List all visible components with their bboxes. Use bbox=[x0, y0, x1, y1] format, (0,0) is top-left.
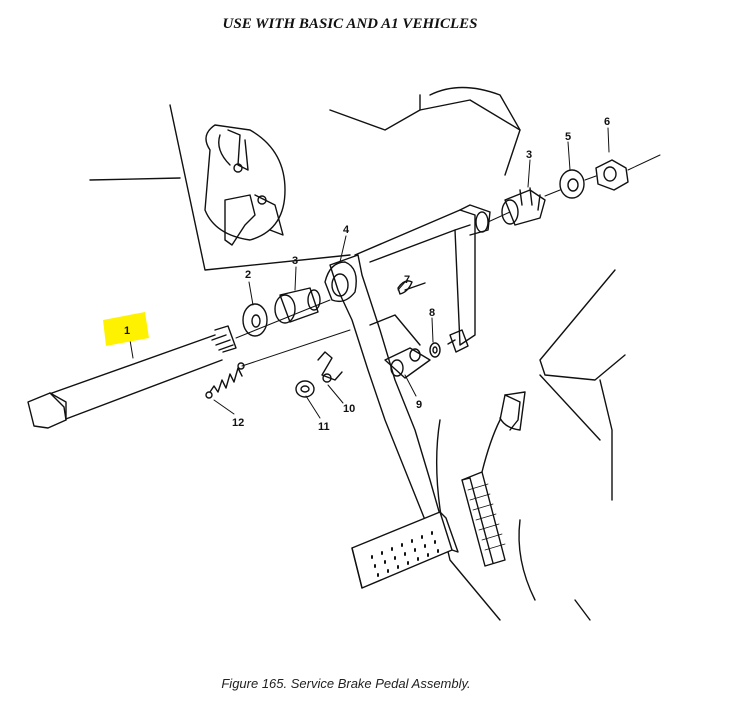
figure-header: USE WITH BASIC AND A1 VEHICLES bbox=[222, 16, 478, 32]
callout-1: 1 bbox=[124, 325, 130, 337]
right-axis-line bbox=[544, 154, 661, 197]
small-washer bbox=[429, 342, 441, 358]
bushing-part-left bbox=[274, 287, 321, 324]
washer-part-right bbox=[559, 169, 585, 199]
callout-9: 9 bbox=[416, 399, 422, 411]
vehicle-body-outline bbox=[89, 86, 626, 621]
lever-bracket bbox=[204, 124, 286, 246]
washer-part bbox=[242, 303, 268, 337]
leader-lines bbox=[129, 127, 610, 419]
stud-piece bbox=[447, 329, 469, 353]
callout-2: 2 bbox=[245, 269, 251, 281]
callout-3-left: 3 bbox=[292, 255, 298, 267]
link-part bbox=[369, 314, 431, 379]
callout-3-right: 3 bbox=[526, 149, 532, 161]
shaft-centerline bbox=[235, 299, 331, 339]
callout-8: 8 bbox=[429, 307, 435, 319]
nut-part-small bbox=[295, 380, 315, 398]
brake-pedal-arm bbox=[324, 204, 491, 521]
figure-caption: Figure 165. Service Brake Pedal Assembly… bbox=[221, 676, 471, 691]
accelerator-pedal bbox=[461, 391, 526, 567]
callout-highlight bbox=[103, 312, 149, 346]
clip-part bbox=[317, 351, 343, 383]
callout-6: 6 bbox=[604, 116, 610, 128]
spring-part bbox=[205, 329, 351, 399]
callout-5: 5 bbox=[565, 131, 571, 143]
cotter-pin bbox=[397, 280, 426, 295]
hex-nut bbox=[595, 159, 629, 191]
pedal-foot-pad bbox=[351, 511, 459, 589]
bushing-part-right bbox=[501, 187, 546, 226]
callout-12: 12 bbox=[232, 417, 244, 429]
callout-7: 7 bbox=[404, 274, 410, 286]
pivot-shaft bbox=[27, 325, 237, 429]
callout-4: 4 bbox=[343, 224, 350, 236]
callout-11: 11 bbox=[318, 421, 330, 433]
pin-centerline bbox=[487, 211, 511, 223]
callout-10: 10 bbox=[343, 403, 355, 415]
